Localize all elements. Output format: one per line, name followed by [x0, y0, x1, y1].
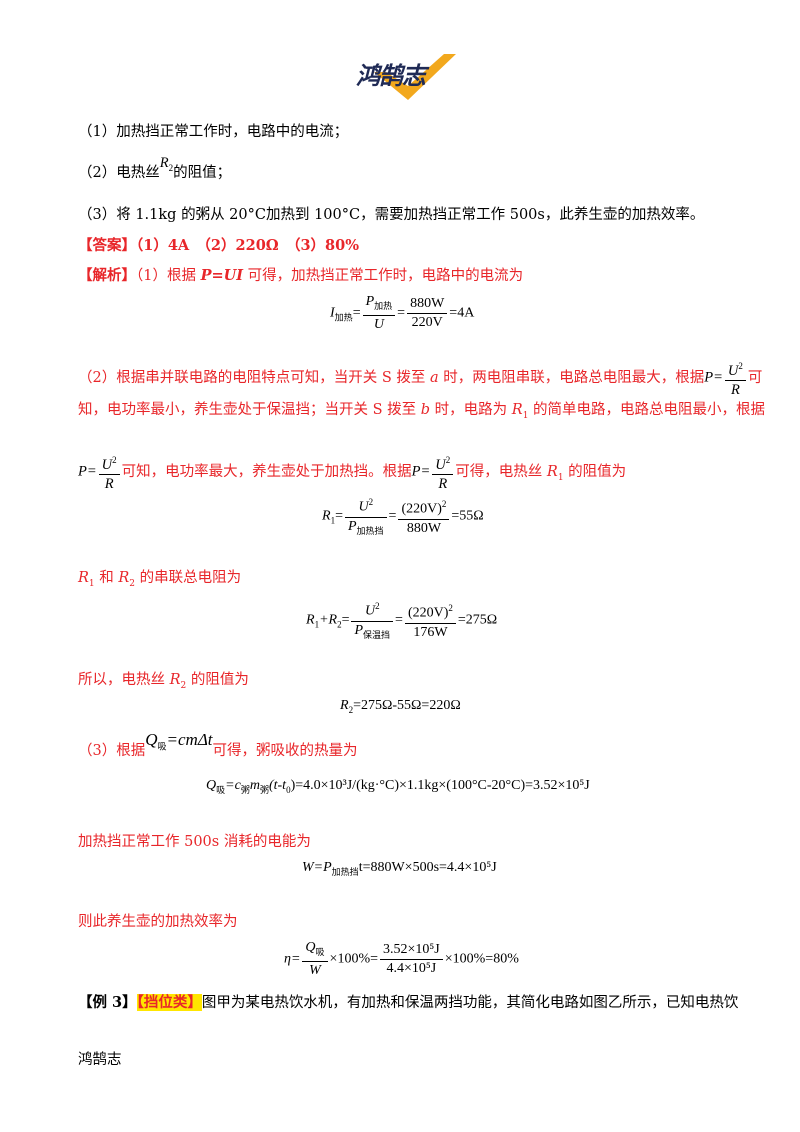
- analysis-p4: 所以，电热丝 R2 的阻值为: [78, 672, 249, 691]
- analysis-p1: 【解析】（1）根据 P=UI 可得，加热挡正常工作时，电路中的电流为: [78, 267, 524, 284]
- question-1: （1）加热挡正常工作时，电路中的电流；: [78, 124, 349, 140]
- logo-text: 鸿鹄志: [356, 62, 426, 90]
- equation-r2: R2=275Ω-55Ω=220Ω: [340, 698, 461, 715]
- analysis-p6: 加热挡正常工作 500s 消耗的电能为: [78, 834, 311, 850]
- analysis-p7: 则此养生壶的加热效率为: [78, 914, 238, 930]
- example-label: 【例 3】: [78, 994, 137, 1011]
- analysis-p3: R1 和 R2 的串联总电阻为: [78, 570, 242, 589]
- question-3: （3）将 1.1kg 的粥从 20°C加热到 100°C，需要加热挡正常工作 5…: [78, 207, 705, 223]
- analysis-p5: （3）根据Q吸=cmΔt可得，粥吸收的热量为: [78, 730, 358, 759]
- analysis-p2-line2: 知，电功率最小，养生壶处于保温挡；当开关 S 拨至 b 时，电路为 R1 的简单…: [78, 402, 766, 421]
- example-tag: 【挡位类】: [136, 994, 202, 1011]
- footer-text: 鸿鹄志: [78, 1052, 122, 1068]
- question-2: （2）电热丝R2的阻值；: [78, 155, 232, 181]
- analysis-label: 【解析】: [78, 267, 136, 284]
- logo-chevron-icon: [374, 54, 456, 100]
- answer-line: 【答案】（1）4A （2）220Ω （3）80%: [78, 236, 359, 256]
- header-logo: 鸿鹄志: [352, 50, 464, 106]
- equation-energy: W=P加热挡t=880W×500s=4.4×10⁵J: [302, 860, 497, 877]
- answer-text: （1）4A （2）220Ω （3）80%: [136, 237, 359, 254]
- analysis-p2-line1: （2）根据串并联电路的电阻特点可知，当开关 S 拨至 a 时，两电阻串联，电路总…: [78, 358, 762, 398]
- equation-heat-absorbed: Q吸=c粥m粥(t-t0)=4.0×10³J/(kg·°C)×1.1kg×(10…: [206, 778, 590, 795]
- example-3: 【例 3】【挡位类】图甲为某电热饮水机，有加热和保温两挡功能，其简化电路如图乙所…: [78, 994, 739, 1011]
- answer-label: 【答案】: [78, 237, 136, 254]
